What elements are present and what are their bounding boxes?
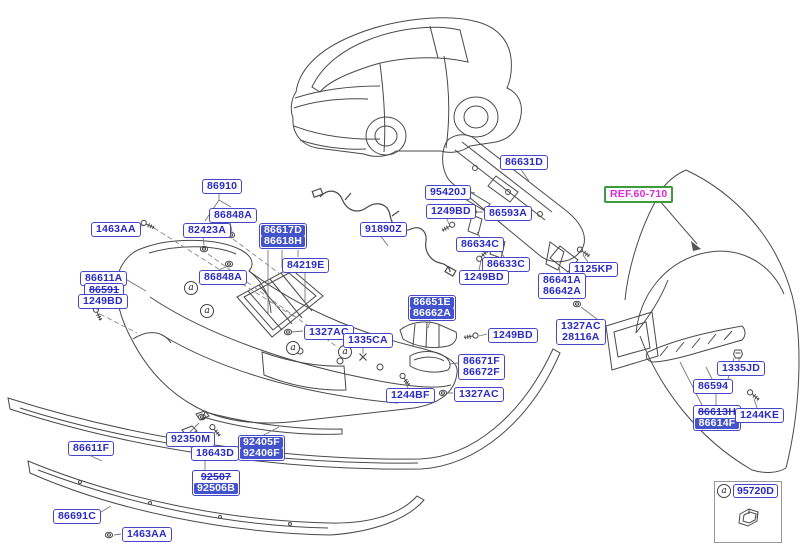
part-number: 86594	[698, 380, 729, 392]
part-number: 1327AC	[561, 320, 601, 332]
part-number: 82423A	[188, 224, 226, 236]
callout-marker-a: a	[200, 304, 214, 318]
part-label-86631d[interactable]: 86631D	[500, 155, 548, 170]
part-label-1249bd[interactable]: 1249BD	[426, 204, 476, 219]
part-number: 86848A	[204, 271, 242, 283]
part-label-1327ac[interactable]: 1327AC	[304, 325, 354, 340]
part-number: 18643D	[196, 447, 234, 459]
part-number: 1327AC	[309, 326, 349, 338]
part-number: 86634C	[461, 238, 499, 250]
part-label-1463aa[interactable]: 1463AA	[91, 222, 141, 237]
part-number: 86617D	[261, 225, 305, 236]
part-number: 28116A	[562, 331, 600, 343]
callout-marker-a: a	[286, 341, 300, 355]
part-label-86594[interactable]: 86594	[693, 379, 734, 394]
legend-header: a 95720D	[715, 482, 781, 498]
part-label-1327ac[interactable]: 1327AC	[454, 387, 504, 402]
part-label-1249bd[interactable]: 1249BD	[78, 294, 128, 309]
part-number: 86641A	[543, 274, 581, 286]
part-number: 92405F	[240, 437, 283, 448]
part-label-92350m[interactable]: 92350M	[166, 432, 216, 447]
part-number: 1335JD	[722, 362, 760, 374]
part-number: 86651E	[410, 297, 454, 308]
part-label-86691c[interactable]: 86691C	[53, 509, 101, 524]
part-label-1335jd[interactable]: 1335JD	[717, 361, 765, 376]
part-number: 86593A	[489, 207, 527, 219]
part-number: 86642A	[543, 285, 581, 297]
part-label-1463aa[interactable]: 1463AA	[122, 527, 172, 542]
part-number: 86631D	[505, 156, 543, 168]
part-number: 84219E	[287, 259, 325, 271]
part-label-95420j[interactable]: 95420J	[425, 185, 472, 200]
part-label-18643d[interactable]: 18643D	[191, 446, 239, 461]
part-number: 86691C	[58, 510, 96, 522]
part-number: 91890Z	[365, 223, 402, 235]
part-label-1249bd[interactable]: 1249BD	[488, 328, 538, 343]
part-number: 95420J	[430, 186, 467, 198]
part-number: 86848A	[214, 209, 252, 221]
part-number: 86672F	[463, 366, 500, 378]
legend-box: a 95720D	[714, 481, 782, 543]
part-label-86634c[interactable]: 86634C	[456, 237, 504, 252]
part-number: 1244KE	[740, 409, 780, 421]
part-label-86910[interactable]: 86910	[202, 179, 243, 194]
part-number: 86611F	[73, 442, 110, 454]
part-label-95720d[interactable]: 95720D	[733, 484, 778, 498]
part-number: 86591	[89, 284, 120, 296]
part-number: 86910	[207, 180, 238, 192]
callout-marker-a: a	[338, 345, 352, 359]
part-label-84219e[interactable]: 84219E	[282, 258, 330, 273]
part-number: 1249BD	[464, 271, 504, 283]
part-label-1335ca[interactable]: 1335CA	[343, 333, 393, 348]
part-number: 86633C	[487, 258, 525, 270]
part-number: 86662A	[410, 308, 454, 319]
part-number: 1249BD	[83, 295, 123, 307]
part-number: 1463AA	[96, 223, 136, 235]
part-number: 92350M	[171, 433, 211, 445]
part-number: 86613H	[698, 406, 736, 418]
part-label-86848a[interactable]: 86848A	[209, 208, 257, 223]
part-number: 1335CA	[348, 334, 388, 346]
part-label-86593a[interactable]: 86593A	[484, 206, 532, 221]
part-number: REF.60-710	[610, 188, 668, 200]
part-label-82423a[interactable]: 82423A	[183, 223, 231, 238]
part-label-1249bd[interactable]: 1249BD	[459, 270, 509, 285]
part-number: 86614F	[695, 418, 739, 429]
legend-marker-a: a	[717, 484, 731, 498]
part-number: 92507	[200, 471, 232, 483]
part-label-1244bf[interactable]: 1244BF	[386, 388, 435, 403]
part-number: 1125KP	[574, 263, 613, 275]
part-label-86611f[interactable]: 86611F	[68, 441, 115, 456]
part-label-91890z[interactable]: 91890Z	[360, 222, 407, 237]
part-number: 1463AA	[127, 528, 167, 540]
part-number: 1249BD	[493, 329, 533, 341]
part-number: 1244BF	[391, 389, 430, 401]
legend-clip-icon	[738, 508, 759, 527]
part-number: 86618H	[261, 236, 305, 247]
part-number: 86671F	[463, 355, 500, 367]
part-number: 86611A	[85, 272, 123, 284]
part-label-86848a[interactable]: 86848A	[199, 270, 247, 285]
part-label-1244ke[interactable]: 1244KE	[735, 408, 785, 423]
part-number: 1249BD	[431, 205, 471, 217]
callout-marker-a: a	[184, 281, 198, 295]
ref-label-ref-60-710[interactable]: REF.60-710	[604, 186, 674, 203]
part-number: 92406F	[240, 448, 283, 459]
part-number: 92506B	[194, 483, 238, 494]
part-number: 1327AC	[459, 388, 499, 400]
